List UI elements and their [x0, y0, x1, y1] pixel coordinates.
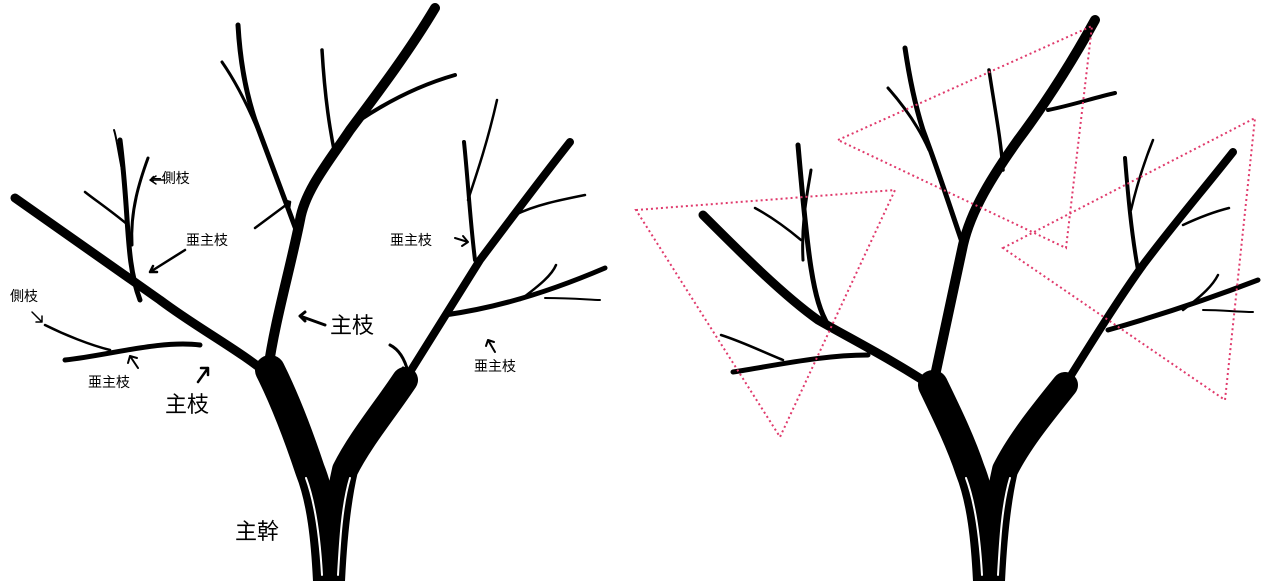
- arrow-sub-main-right-bottom: [485, 339, 496, 353]
- tree-illustration-triangles: [634, 15, 1261, 581]
- label-trunk: 主幹: [235, 520, 280, 545]
- label-main-branch-left: 主枝: [165, 393, 210, 418]
- label-sub-main-lower-left: 亜主枝: [88, 375, 130, 391]
- main-branch-right: [401, 138, 574, 384]
- labeled-tree-diagram: ←側枝 亜主枝 側枝 亜主枝 主枝 主枝 亜主枝 亜主枝 主幹: [10, 3, 608, 581]
- triangle-tree-diagram: [633, 0, 1266, 581]
- arrow-main-branch-left: [196, 366, 210, 384]
- main-branch-left: [10, 193, 280, 385]
- triangle-right: [1001, 116, 1257, 402]
- triangle-top: [835, 24, 1094, 250]
- arrow-main-branch-center-up: [298, 310, 327, 327]
- label-sub-main-upper-left: 亜主枝: [186, 233, 228, 249]
- label-main-branch-center: 主枝: [330, 314, 375, 339]
- arrow-sub-main-lower-left: [127, 355, 139, 369]
- arrow-sub-main-upper-left-2: [253, 198, 292, 230]
- tree-illustration: [10, 3, 608, 581]
- label-sub-main-right-bottom: 亜主枝: [474, 359, 516, 375]
- main-branch-center: [263, 3, 440, 375]
- arrow-sub-main-upper-left-1: [148, 248, 187, 274]
- label-sub-main-right-top: 亜主枝: [390, 233, 432, 249]
- triangle-left: [634, 188, 897, 440]
- label-side-branch-left: 側枝: [10, 289, 38, 305]
- arrow-side-branch-top: [149, 175, 166, 185]
- arrow-main-branch-center-down: [388, 343, 414, 376]
- label-side-branch-top: ←側枝: [150, 171, 190, 187]
- arrow-sub-main-right-top: [454, 235, 469, 247]
- arrow-side-branch-left: [31, 311, 43, 323]
